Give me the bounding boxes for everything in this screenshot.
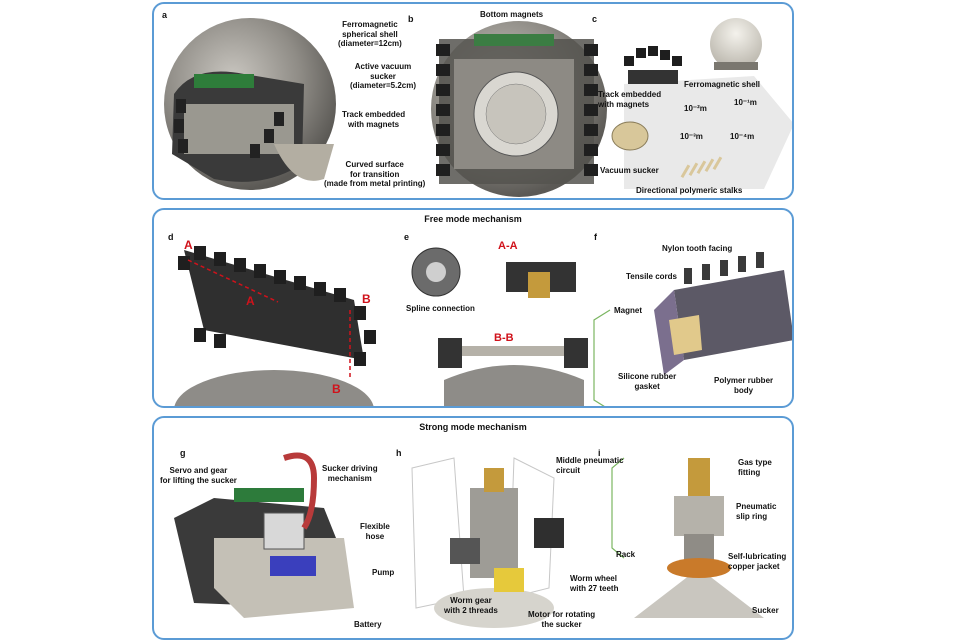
section-label-a-a: A-A [498,240,518,252]
label-gas-type-fitting: Gas type fitting [738,458,772,477]
free-mode-panel-box: Free mode mechanism [152,208,794,408]
section-marker-a-top: A [184,238,193,252]
label-track-embedded-magnets-c: Track embedded with magnets [598,90,662,109]
label-sucker-driving-mechanism: Sucker driving mechanism [322,464,378,483]
label-tensile-cords: Tensile cords [626,272,677,281]
free-mode-illustrations [174,246,792,406]
sphere-front-view-illustration [431,21,607,197]
panel-g-letter: g [180,448,186,458]
panel-d-letter: d [168,232,174,242]
label-pneumatic-slip-ring: Pneumatic slip ring [736,502,777,521]
label-flexible-hose: Flexible hose [360,522,390,541]
label-directional-polymeric-stalks: Directional polymeric stalks [636,186,743,195]
section-label-b-b: B-B [494,332,514,344]
label-track-embedded-magnets: Track embedded with magnets [342,110,406,129]
section-marker-b-top: B [362,292,371,306]
label-middle-pneumatic-circuit: Middle pneumatic circuit [556,456,624,475]
label-ferromagnetic-spherical-shell: Ferromagnetic spherical shell (diameter=… [338,20,402,49]
strong-mode-panel-box: Strong mode mechanism [152,416,794,640]
strong-mode-title: Strong mode mechanism [419,422,527,432]
label-silicone-rubber-gasket: Silicone rubber gasket [618,372,677,391]
label-rack: Rack [616,550,636,559]
track-mechanism-illustration [174,246,376,406]
section-marker-a-bottom: A [246,294,255,308]
scale-label-3: 10⁻³m [680,132,703,141]
top-row-illustrations [164,18,792,197]
label-active-vacuum-sucker: Active vacuum sucker (diameter=5.2cm) [350,62,417,91]
scale-label-1: 10⁻¹m [734,98,757,107]
panel-i-letter: i [598,448,601,458]
multiscale-illustration [611,18,792,189]
label-curved-surface: Curved surface for transition (made from… [324,160,426,189]
panel-a-letter: a [162,10,168,20]
label-nylon-tooth-facing: Nylon tooth facing [662,244,733,253]
label-battery: Battery [354,620,382,629]
section-marker-b-bottom: B [332,382,341,396]
label-vacuum-sucker: Vacuum sucker [600,166,659,175]
panel-e-letter: e [404,232,410,242]
panel-c-letter: c [592,14,598,24]
section-views-illustration [411,247,588,406]
scale-label-2: 10⁻²m [684,104,707,113]
panel-f-letter: f [594,232,597,242]
label-worm-wheel: Worm wheel with 27 teeth [570,574,619,593]
pneumatic-slip-ring-illustration [611,457,764,618]
sucker-module-illustration [174,452,354,618]
panel-h-letter: h [396,448,402,458]
label-ferromagnetic-shell: Ferromagnetic shell [684,80,761,89]
label-magnet: Magnet [614,306,642,315]
label-sucker-i: Sucker [752,606,779,615]
label-self-lubricating-copper-jacket: Self-lubricating copper jacket [728,552,787,571]
top-panel-box: a b c Ferromagnetic spherical shell (dia… [152,2,794,200]
scale-label-4: 10⁻⁴m [730,132,755,141]
label-spline-connection: Spline connection [406,304,475,313]
label-pump: Pump [372,568,395,577]
rotation-module-illustration [411,457,564,628]
label-worm-gear: Worm gear with 2 threads [444,596,498,615]
free-mode-title: Free mode mechanism [424,214,522,224]
label-polymer-rubber-body: Polymer rubber body [714,376,774,395]
track-belt-cross-section-illustration [593,252,792,406]
label-bottom-magnets: Bottom magnets [480,10,544,19]
strong-mode-illustrations [174,452,764,628]
label-motor-rotating-sucker: Motor for rotating the sucker [528,610,596,629]
label-servo-and-gear: Servo and gear for lifting the sucker [160,466,237,485]
panel-b-letter: b [408,14,414,24]
sphere-robot-illustration [164,18,336,190]
